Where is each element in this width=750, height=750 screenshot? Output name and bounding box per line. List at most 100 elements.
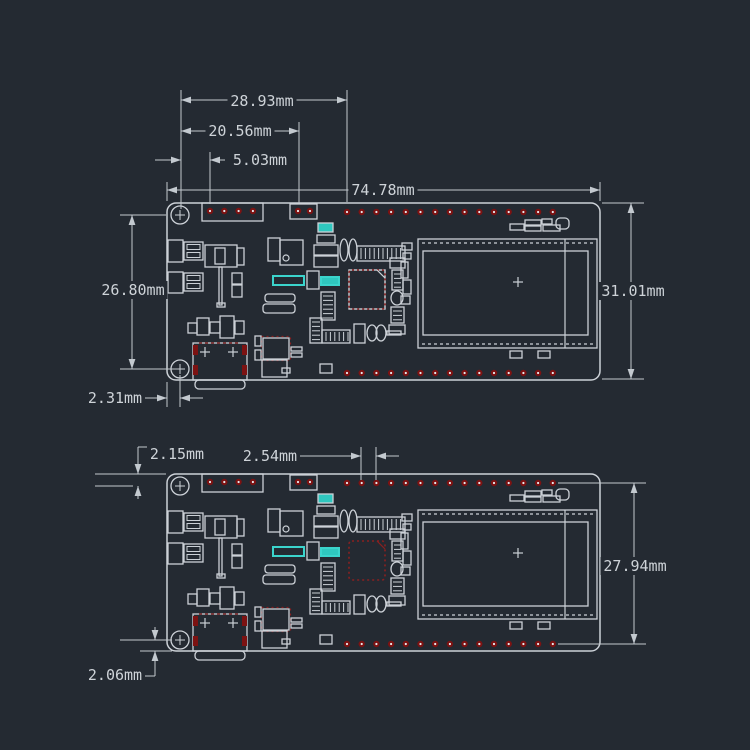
solder-pad <box>242 345 247 355</box>
component <box>216 302 226 308</box>
dimension-arrow <box>627 203 635 213</box>
component <box>422 521 589 607</box>
component-array <box>390 577 405 595</box>
component <box>402 279 412 295</box>
dimension-label-bg <box>227 92 297 110</box>
component <box>313 526 339 539</box>
dimension-5-03mm: 5.03mm <box>155 151 290 204</box>
dimension-arrow <box>134 464 142 474</box>
component <box>272 546 305 557</box>
component <box>402 252 412 260</box>
component <box>524 225 542 232</box>
component <box>201 202 264 222</box>
component <box>254 349 262 361</box>
component <box>400 295 411 305</box>
dimension-74-78mm: 74.78mm <box>166 181 601 201</box>
component <box>555 217 570 230</box>
component <box>316 505 336 515</box>
dimension-label: 2.06mm <box>88 666 142 684</box>
component <box>183 241 204 261</box>
component <box>390 290 404 306</box>
pin-row <box>343 640 556 648</box>
component <box>400 566 411 576</box>
board-top-view <box>166 202 601 390</box>
center-mark <box>228 347 238 357</box>
component <box>537 350 551 359</box>
component <box>183 272 204 292</box>
component <box>313 244 339 256</box>
pin-row <box>343 208 556 216</box>
component <box>194 650 246 661</box>
dimension-label-bg <box>98 281 168 299</box>
solder-pad <box>193 365 198 375</box>
component <box>537 621 551 630</box>
component <box>264 293 296 303</box>
component <box>417 238 598 349</box>
dimension-label-bg <box>205 122 275 140</box>
dimension-arrow <box>151 630 159 640</box>
center-mark <box>200 347 210 357</box>
dimension-label-bg <box>85 666 145 684</box>
component <box>183 543 204 563</box>
dimension-arrow <box>627 369 635 379</box>
dimension-arrow <box>289 127 299 135</box>
dimension-label-bg <box>600 557 670 575</box>
component <box>319 363 333 374</box>
center-mark <box>228 618 238 628</box>
component-array <box>320 291 336 321</box>
dimension-label-bg <box>348 181 418 199</box>
dimension-arrow <box>134 486 142 496</box>
pin-row <box>206 478 257 486</box>
component <box>196 588 210 607</box>
component <box>366 324 378 342</box>
dimension-27-94mm: 27.94mm <box>558 482 670 645</box>
dimension-2-31mm: 2.31mm <box>85 375 203 407</box>
component <box>317 222 334 233</box>
dimension-arrow <box>128 215 136 225</box>
dimension-arrow <box>181 127 191 135</box>
component <box>290 352 303 358</box>
component <box>264 564 296 574</box>
dimension-arrow <box>210 156 220 164</box>
component <box>254 606 262 618</box>
dimension-arrow <box>376 452 386 460</box>
dimension-2-15mm: 2.15mm <box>95 445 207 499</box>
dimension-2-54mm: 2.54mm <box>240 447 399 480</box>
board-outline <box>166 473 601 652</box>
component <box>279 510 304 537</box>
dimension-label: 26.80mm <box>101 281 164 299</box>
component <box>320 547 340 557</box>
component <box>231 272 243 285</box>
dimension-arrow <box>337 96 347 104</box>
solder-pad <box>193 636 198 646</box>
component-array <box>320 562 336 592</box>
component <box>254 620 262 632</box>
component-array <box>321 329 351 344</box>
component-array <box>390 306 405 324</box>
component <box>218 537 223 577</box>
solder-pad <box>193 345 198 355</box>
dimension-28-93mm: 28.93mm <box>180 90 348 209</box>
component <box>375 595 387 613</box>
dimension-2-06mm: 2.06mm <box>85 627 172 684</box>
component <box>400 261 409 279</box>
component <box>194 379 246 390</box>
component <box>290 623 303 629</box>
pin-row <box>206 207 257 215</box>
component <box>216 573 226 579</box>
dimension-label-bg <box>230 151 290 169</box>
dimension-arrow <box>181 96 191 104</box>
mounting-hole <box>170 476 190 496</box>
dimension-arrow <box>157 394 167 402</box>
pin-row <box>343 369 556 377</box>
component <box>272 275 305 286</box>
component <box>402 550 412 566</box>
dimension-arrow <box>171 156 181 164</box>
dimension-label: 5.03mm <box>233 151 287 169</box>
dimension-arrow <box>351 452 361 460</box>
dimension-label: 20.56mm <box>208 122 271 140</box>
dimension-label-bg <box>598 282 668 300</box>
dimension-26-80mm: 26.80mm <box>98 214 178 370</box>
component <box>231 555 243 569</box>
